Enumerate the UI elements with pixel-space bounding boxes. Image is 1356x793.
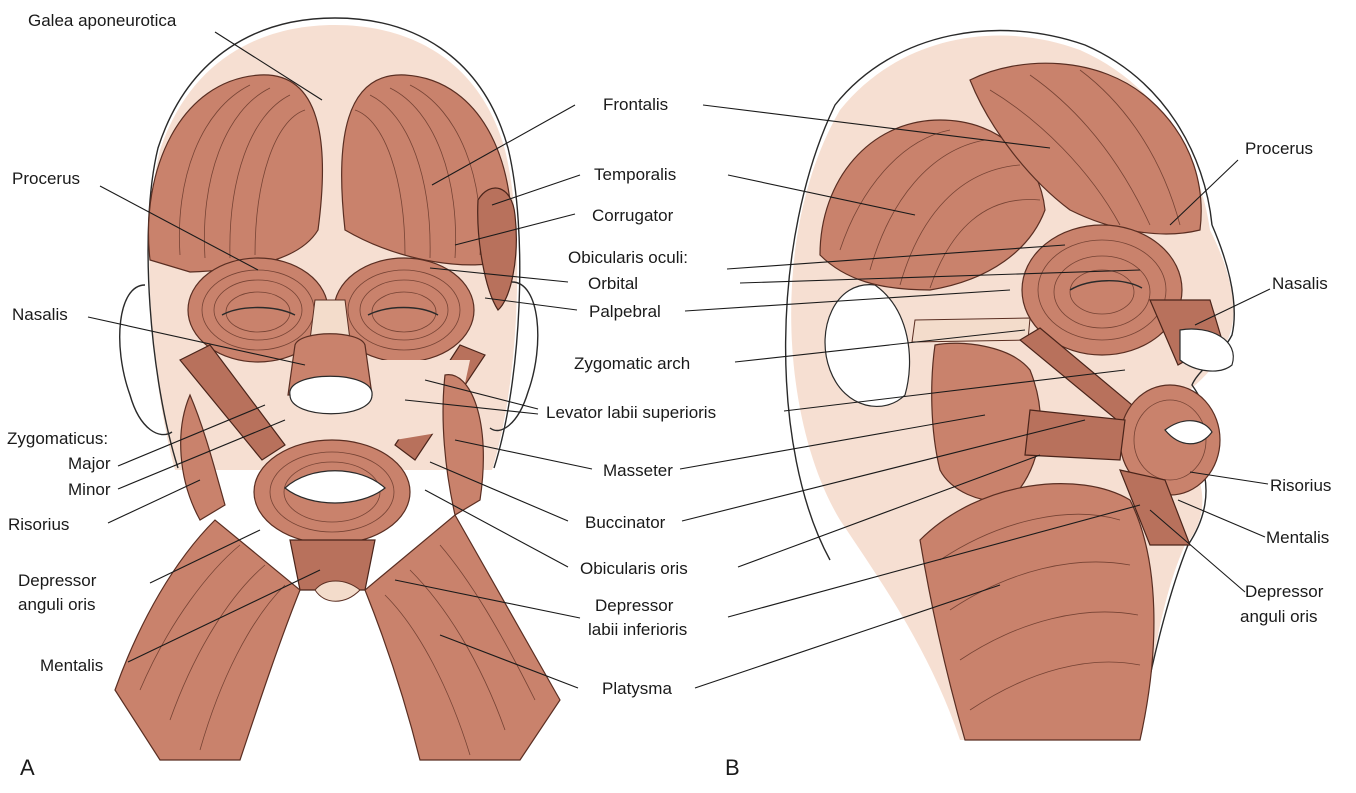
frontalis-a-left [148,75,322,272]
label-procerus-b: Procerus [1245,139,1313,158]
label-buccinator: Buccinator [585,513,666,532]
figure-b-lateral-head [786,31,1235,740]
label-depressor-anguli-b-1: Depressor [1245,582,1324,601]
label-zygomatic-arch: Zygomatic arch [574,354,690,373]
labels-b-right: Procerus Nasalis Risorius Mentalis Depre… [1240,139,1331,626]
label-minor: Minor [68,480,111,499]
platysma-a-left [115,520,300,760]
platysma-a-right [365,515,560,760]
label-frontalis: Frontalis [603,95,668,114]
panel-label-b: B [725,755,740,780]
label-obicularis-oculi: Obicularis oculi: [568,248,688,267]
nose-tip-a [290,376,372,414]
label-major: Major [68,454,111,473]
label-platysma: Platysma [602,679,672,698]
label-depressor-labii-1: Depressor [595,596,674,615]
label-depressor-labii-2: labii inferioris [588,620,687,639]
label-levator-labii: Levator labii superioris [546,403,716,422]
label-risorius-a: Risorius [8,515,69,534]
label-nasalis-b: Nasalis [1272,274,1328,293]
label-galea-aponeurotica: Galea aponeurotica [28,11,177,30]
label-corrugator: Corrugator [592,206,674,225]
label-temporalis: Temporalis [594,165,676,184]
platysma-b [920,484,1154,740]
label-depressor-anguli-a-1: Depressor [18,571,97,590]
masseter-b [932,343,1041,501]
label-mentalis-b: Mentalis [1266,528,1329,547]
label-orbital: Orbital [588,274,638,293]
label-palpebral: Palpebral [589,302,661,321]
labels-center: Frontalis Temporalis Corrugator Obicular… [546,95,716,698]
label-depressor-anguli-b-2: anguli oris [1240,607,1318,626]
label-mentalis-a: Mentalis [40,656,103,675]
label-masseter: Masseter [603,461,673,480]
label-procerus-a: Procerus [12,169,80,188]
labels-a-left: Galea aponeurotica Procerus Nasalis Zygo… [7,11,177,675]
label-depressor-anguli-a-2: anguli oris [18,595,96,614]
label-zygomaticus: Zygomaticus: [7,429,108,448]
label-obicularis-oris: Obicularis oris [580,559,688,578]
label-risorius-b: Risorius [1270,476,1331,495]
label-nasalis-a: Nasalis [12,305,68,324]
zygomatic-arch-b [912,318,1030,342]
figure-a-anterior-head [115,18,560,760]
panel-label-a: A [20,755,35,780]
